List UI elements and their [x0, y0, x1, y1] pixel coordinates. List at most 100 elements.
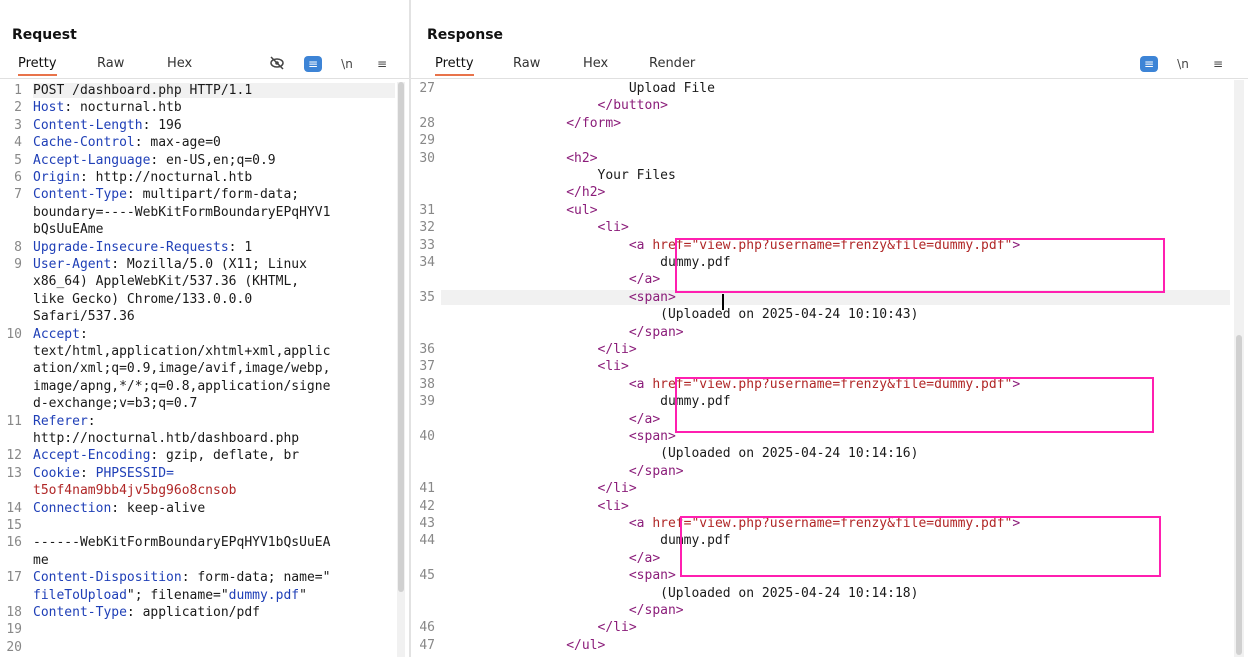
code-token: >	[1012, 237, 1021, 253]
code-token: form	[581, 115, 614, 131]
code-token: t5of4nam9bb4jv5bg96o8cnsob	[33, 483, 237, 499]
menu-icon[interactable]: ≡	[376, 57, 388, 71]
code-line: Content-Length: 196	[33, 118, 182, 133]
code-line: Connection: keep-alive	[33, 501, 205, 516]
code-token: : gzip, deflate, br	[150, 448, 300, 464]
code-token: boundary=----WebKitFormBoundaryEPqHYV1	[33, 204, 331, 220]
line-number: 36	[419, 342, 435, 357]
code-line: image/apng,*/*;q=0.8,application/signe	[33, 379, 330, 394]
request-scrollbar-thumb[interactable]	[398, 82, 404, 592]
code-token: Host	[33, 100, 65, 116]
line-number: 6	[14, 170, 22, 185]
code-token: Upgrade-Insecure-Requests	[33, 239, 229, 255]
code-line: bQsUuEAme	[33, 222, 103, 237]
line-number: 47	[419, 637, 435, 653]
code-token: >	[1012, 516, 1021, 531]
wrap-icon[interactable]: ≡	[304, 56, 322, 72]
code-line: </span>	[441, 325, 684, 340]
request-tab-raw[interactable]: Raw	[97, 56, 125, 71]
code-line: Host: nocturnal.htb	[33, 100, 182, 115]
code-token: Content-Type	[33, 605, 127, 620]
code-token: : 1	[228, 239, 253, 255]
code-line: </ul>	[441, 638, 605, 653]
code-line: dummy.pdf	[441, 255, 731, 270]
code-line: like Gecko) Chrome/133.0.0.0	[33, 292, 252, 307]
code-line: ------WebKitFormBoundaryEPqHYV1bQsUuEA	[33, 535, 330, 550]
code-token: </span>	[441, 324, 684, 340]
line-number: 33	[419, 237, 435, 253]
code-token: </li>	[441, 481, 637, 497]
code-line: text/html,application/xhtml+xml,applic	[33, 344, 330, 359]
code-token: : Mozilla/5.0 (X11; Linux	[111, 257, 307, 272]
code-line: boundary=----WebKitFormBoundaryEPqHYV1	[33, 205, 330, 220]
response-tab-raw[interactable]: Raw	[513, 56, 541, 71]
code-line: <span>	[441, 429, 676, 444]
code-line: <span>	[441, 289, 1230, 305]
line-number: 11	[6, 413, 22, 429]
code-line: </h2>	[441, 185, 605, 200]
line-number: 19	[6, 622, 22, 638]
code-token: <ul>	[441, 202, 598, 218]
line-number: 38	[419, 376, 435, 392]
response-tab-pretty[interactable]: Pretty	[435, 56, 474, 76]
code-line: http://nocturnal.htb/dashboard.php	[33, 431, 299, 446]
code-line: Content-Disposition: form-data; name="	[33, 570, 330, 585]
code-line: <li>	[441, 359, 629, 374]
code-token: PHPSESSID=	[95, 465, 174, 481]
code-line: <h2>	[441, 151, 597, 166]
response-tabs: Pretty Raw Hex Render ≡ \n ≡	[411, 52, 1248, 79]
line-number: 14	[6, 500, 22, 516]
response-scrollbar[interactable]	[1234, 80, 1244, 657]
code-line: </span>	[441, 464, 684, 479]
code-token: <li>	[441, 220, 629, 236]
code-token: <li>	[441, 498, 629, 514]
pane-divider[interactable]	[409, 0, 411, 657]
code-token: fileToUpload	[33, 587, 127, 603]
code-token: Origin	[33, 170, 80, 185]
newline-icon[interactable]: \n	[1177, 57, 1189, 71]
request-tab-pretty[interactable]: Pretty	[18, 56, 57, 76]
code-line: Accept-Encoding: gzip, deflate, br	[33, 448, 299, 463]
code-token: <span>	[441, 429, 676, 444]
line-number: 40	[419, 429, 435, 444]
code-line: t5of4nam9bb4jv5bg96o8cnsob	[33, 483, 237, 498]
menu-icon[interactable]: ≡	[1212, 57, 1224, 71]
code-token: : max-age=0	[134, 135, 221, 151]
code-line: Upgrade-Insecure-Requests: 1	[33, 240, 252, 255]
request-scrollbar[interactable]	[397, 82, 405, 657]
line-number: 27	[419, 81, 435, 96]
code-line: </a>	[441, 551, 660, 566]
line-number: 45	[419, 568, 435, 584]
wrap-icon[interactable]: ≡	[1140, 56, 1158, 72]
line-number: 34	[419, 255, 435, 270]
request-tab-hex[interactable]: Hex	[167, 56, 193, 71]
code-token: </	[441, 98, 614, 114]
code-line: <a href="view.php?username=frenzy&file=d…	[441, 238, 1020, 253]
code-line: Cookie: PHPSESSID=	[33, 466, 174, 481]
code-token: Content-Type	[33, 187, 127, 203]
code-line: <li>	[441, 220, 629, 235]
response-scrollbar-thumb[interactable]	[1236, 335, 1242, 655]
code-line: Upload File	[441, 81, 715, 96]
response-panel: Response Pretty Raw Hex Render ≡ \n ≡ 27…	[411, 0, 1248, 657]
code-token: User-Agent	[33, 257, 112, 272]
code-token: "view.php?username=frenzy&file=dummy.pdf…	[691, 237, 1013, 253]
response-tab-hex[interactable]: Hex	[583, 56, 609, 71]
code-token: dummy.pdf	[441, 255, 731, 270]
line-number: 43	[419, 516, 435, 531]
code-line: (Uploaded on 2025-04-24 10:14:18)	[441, 586, 918, 601]
code-token: </	[441, 115, 582, 131]
code-token: Your Files	[441, 168, 676, 183]
code-token: like Gecko) Chrome/133.0.0.0	[33, 291, 253, 307]
response-tab-render[interactable]: Render	[649, 56, 696, 71]
code-token: ------WebKitFormBoundaryEPqHYV1bQsUuEA	[33, 535, 331, 551]
code-line: </span>	[441, 603, 684, 618]
code-token: text/html,application/xhtml+xml,applic	[33, 344, 331, 359]
newline-icon[interactable]: \n	[341, 57, 353, 71]
code-line: Origin: http://nocturnal.htb	[33, 170, 252, 185]
code-line: me	[33, 553, 49, 568]
code-token: (Uploaded on 2025-04-24 10:10:43)	[441, 307, 919, 323]
eye-slash-icon[interactable]	[268, 56, 286, 72]
